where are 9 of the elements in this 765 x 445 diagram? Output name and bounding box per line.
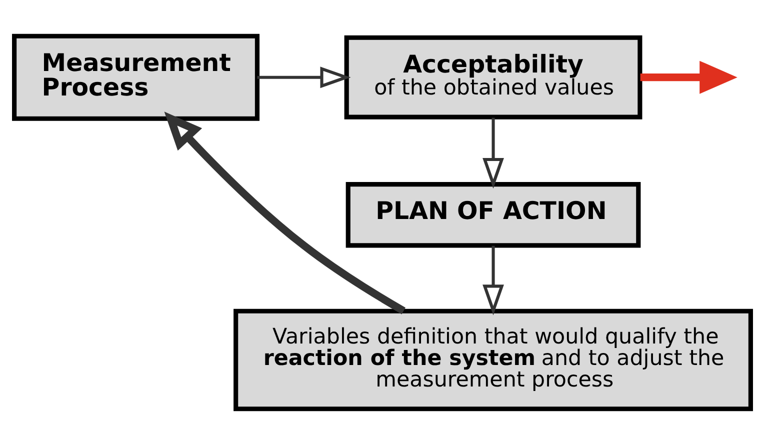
node-box: PLAN OF ACTION (346, 182, 641, 248)
node-box: Variables definition that would qualify the reaction of the system and to adjust the measurement process (234, 308, 753, 412)
node-box: Acceptability of the obtained values (344, 35, 642, 120)
arrow (482, 118, 504, 189)
arrow (640, 60, 738, 94)
arrow (257, 66, 351, 88)
arrow (482, 246, 504, 316)
node-box: Measurement Process (12, 34, 260, 121)
arrow (164, 112, 406, 314)
